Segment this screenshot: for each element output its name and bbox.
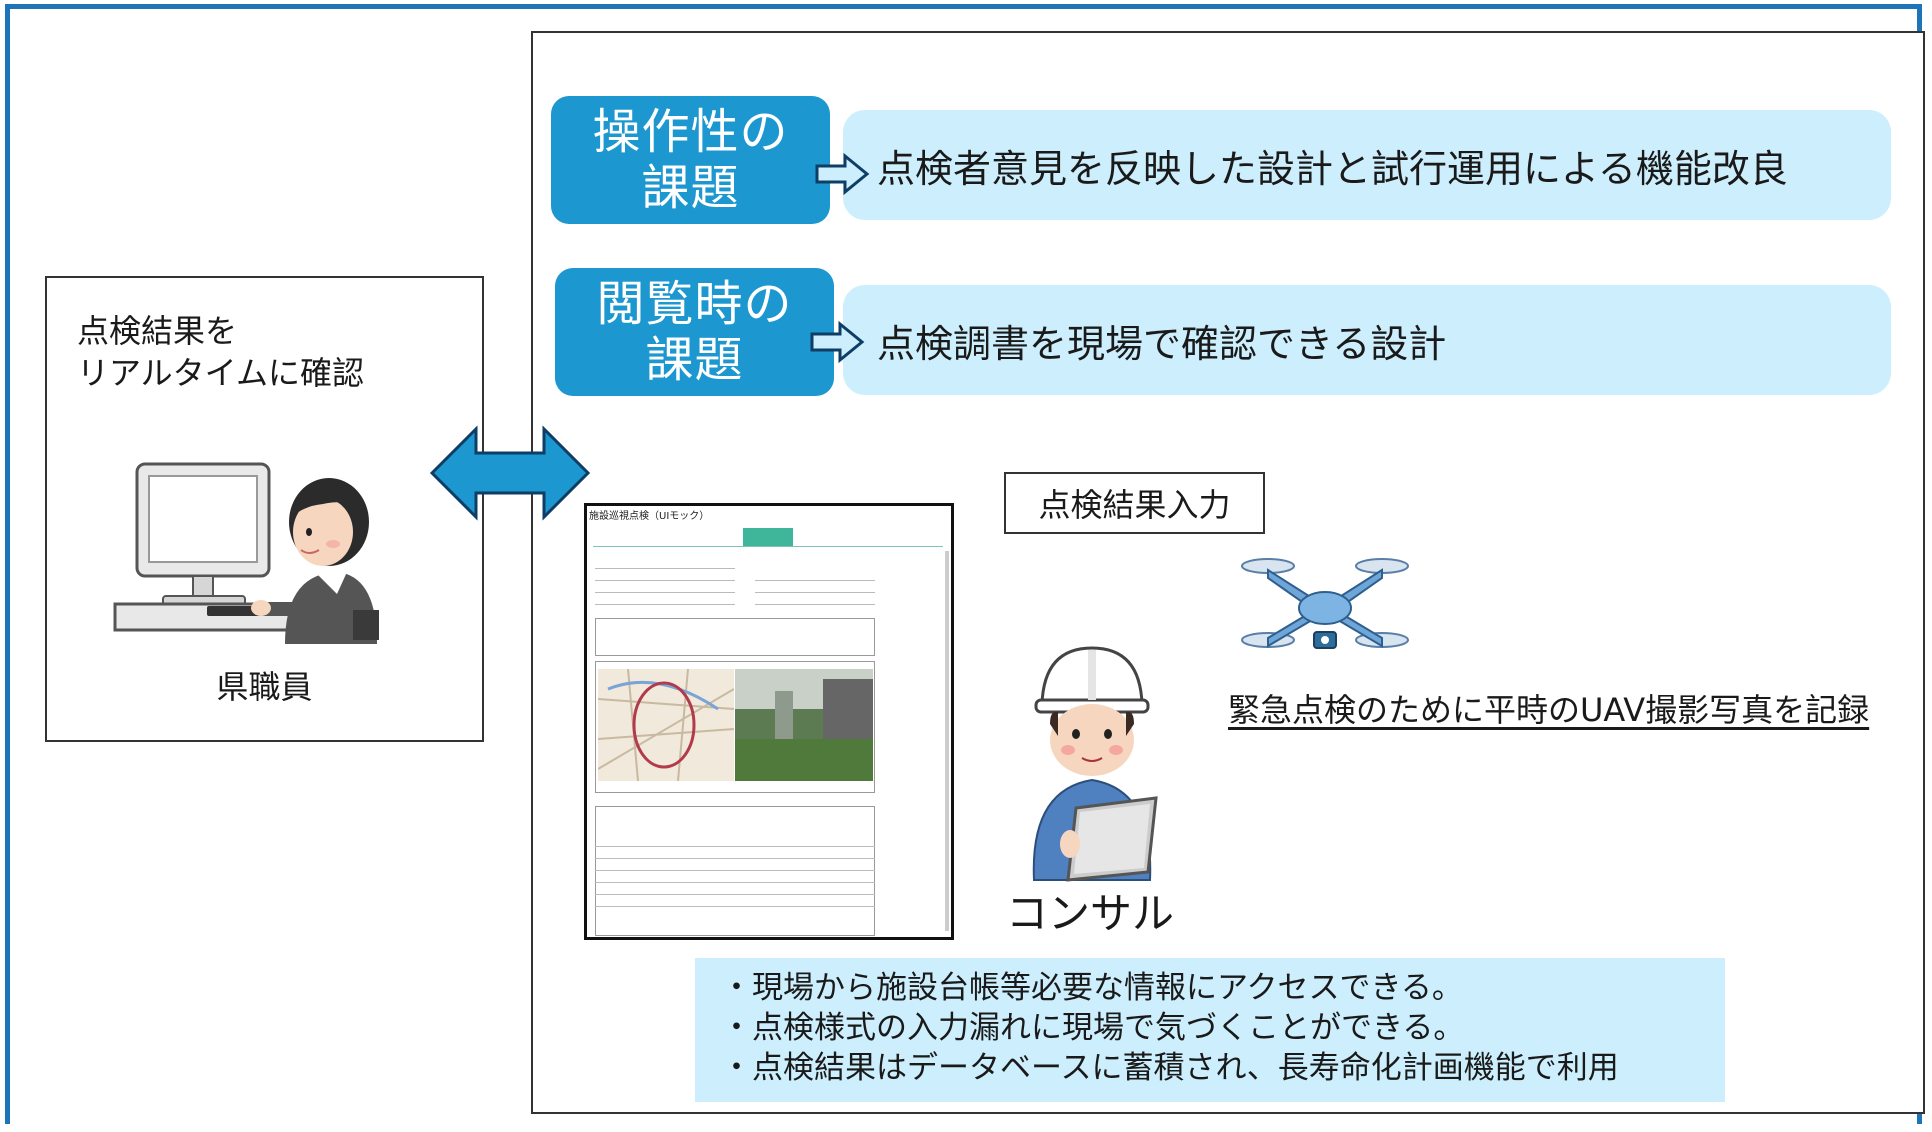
benefits-notes: ・現場から施設台帳等必要な情報にアクセスできる。 ・点検様式の入力漏れに現場で気… xyxy=(695,958,1725,1102)
input-result-text: 点検結果入力 xyxy=(1038,486,1231,524)
consultant-worker-icon xyxy=(1032,646,1158,882)
right-arrow-icon xyxy=(810,320,865,364)
drone-icon xyxy=(1241,558,1409,649)
mock-row xyxy=(595,580,735,581)
challenge-tag-operability: 操作性の 課題 xyxy=(551,96,830,224)
mock-tabs xyxy=(593,528,943,547)
right-arrow-icon xyxy=(815,152,870,196)
solution-pill-browsing: 点検調書を現場で確認できる設計 xyxy=(843,285,1891,395)
tablet-icon xyxy=(1066,796,1158,882)
mock-tab xyxy=(693,528,743,546)
note-item: ・点検結果はデータベースに蓄積され、長寿命化計画機能で利用 xyxy=(721,1050,1619,1086)
mock-title: 施設巡視点検（UIモック） xyxy=(589,511,710,522)
staff-box: 点検結果を リアルタイムに確認 県職員 xyxy=(45,276,484,742)
mock-row xyxy=(755,592,875,593)
mock-map xyxy=(598,669,734,781)
mock-row xyxy=(595,894,875,895)
mock-tab-active xyxy=(743,528,793,546)
consultant-label: コンサル xyxy=(1006,889,1175,938)
solution-text: 点検者意見を反映した設計と試行運用による機能改良 xyxy=(877,146,1788,191)
mock-row xyxy=(595,906,875,907)
tag-line1: 閲覧時の xyxy=(596,276,793,332)
tag-line2: 課題 xyxy=(641,160,740,216)
mock-site-photo xyxy=(735,669,873,781)
staff-text-line1: 点検結果を xyxy=(77,312,238,350)
mock-tab xyxy=(793,528,843,546)
mock-tab xyxy=(893,528,943,546)
challenge-tag-browsing: 閲覧時の 課題 xyxy=(555,268,834,396)
solution-pill-operability: 点検者意見を反映した設計と試行運用による機能改良 xyxy=(843,110,1891,220)
mock-table xyxy=(595,618,875,656)
tag-line1: 操作性の xyxy=(592,104,789,160)
inspection-ui-mock-screenshot: 施設巡視点検（UIモック） xyxy=(584,503,954,940)
mock-row xyxy=(755,604,875,605)
mock-row xyxy=(595,592,735,593)
mock-row xyxy=(595,568,735,569)
mock-row xyxy=(595,870,875,871)
staff-label: 県職員 xyxy=(216,668,313,706)
mock-scrollbar xyxy=(945,551,949,931)
input-result-label: 点検結果入力 xyxy=(1004,472,1265,534)
uav-photo-note: 緊急点検のために平時のUAV撮影写真を記録 xyxy=(1228,691,1870,729)
mock-tab xyxy=(593,528,643,546)
staff-text-line2: リアルタイムに確認 xyxy=(77,354,365,392)
mock-row xyxy=(595,604,735,605)
mock-equipment-table xyxy=(595,806,875,936)
note-item: ・現場から施設台帳等必要な情報にアクセスできる。 xyxy=(721,970,1463,1006)
mock-figure-box xyxy=(595,661,875,793)
mock-row xyxy=(595,858,875,859)
solution-text: 点検調書を現場で確認できる設計 xyxy=(877,321,1447,366)
staff-description: 点検結果を リアルタイムに確認 xyxy=(77,310,364,394)
note-item: ・点検様式の入力漏れに現場で気づくことができる。 xyxy=(721,1010,1465,1046)
staff-person-icon xyxy=(113,462,379,644)
double-arrow-icon xyxy=(429,425,591,521)
mock-row xyxy=(755,580,875,581)
mock-row xyxy=(595,882,875,883)
mock-tab xyxy=(643,528,693,546)
mock-row xyxy=(595,846,875,847)
mock-tab xyxy=(843,528,893,546)
tag-line2: 課題 xyxy=(645,332,744,388)
